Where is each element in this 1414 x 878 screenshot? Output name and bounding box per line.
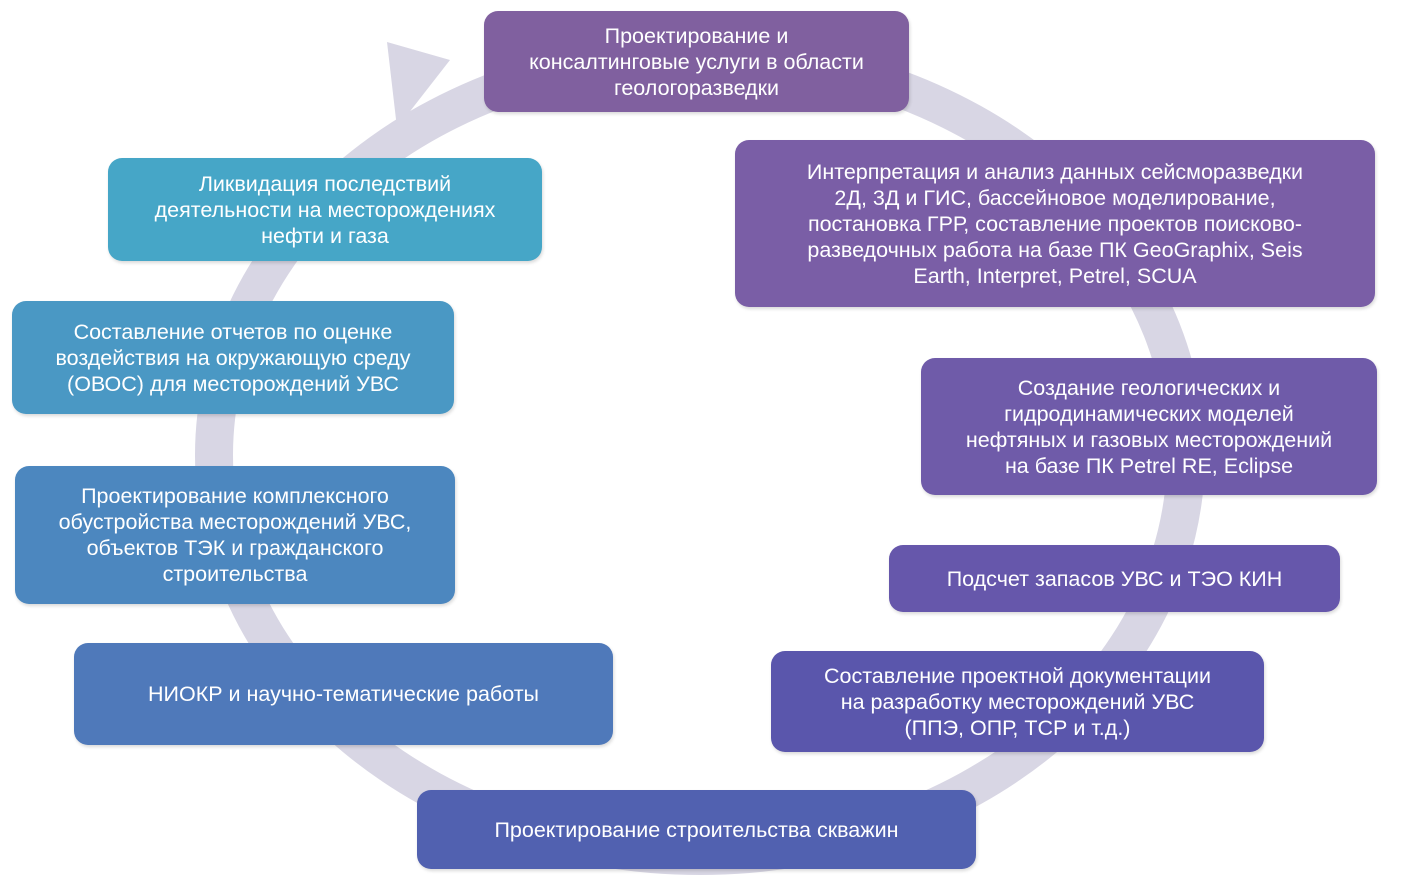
step-development-documentation: Составление проектной документации на ра… xyxy=(771,651,1264,752)
step-geological-modeling: Создание геологических и гидродинамическ… xyxy=(921,358,1377,495)
step-label: Интерпретация и анализ данных сейсморазв… xyxy=(806,159,1304,288)
cycle-arrow-head xyxy=(387,42,450,128)
step-label: Подсчет запасов УВС и ТЭО КИН xyxy=(946,566,1283,591)
step-environmental-assessment: Составление отчетов по оценке воздействи… xyxy=(12,301,454,414)
step-reserves-estimation: Подсчет запасов УВС и ТЭО КИН xyxy=(889,545,1340,612)
step-label: Создание геологических и гидродинамическ… xyxy=(965,375,1333,478)
step-label: НИОКР и научно-тематические работы xyxy=(147,682,539,706)
step-label: Проектирование и консалтинговые услуги в… xyxy=(529,23,864,100)
step-well-construction-design: Проектирование строительства скважин xyxy=(417,790,976,869)
step-field-infrastructure-design: Проектирование комплексного обустройства… xyxy=(15,466,455,604)
step-geological-consulting: Проектирование и консалтинговые услуги в… xyxy=(484,11,909,112)
step-label: Проектирование строительства скважин xyxy=(494,817,899,842)
step-field-remediation: Ликвидация последствий деятельности на м… xyxy=(108,158,542,261)
step-label: Проектирование комплексного обустройства… xyxy=(58,484,412,586)
step-label: Ликвидация последствий деятельности на м… xyxy=(154,171,496,248)
step-seismic-interpretation: Интерпретация и анализ данных сейсморазв… xyxy=(735,140,1375,307)
step-label: Составление отчетов по оценке воздействи… xyxy=(55,319,411,396)
step-research-works: НИОКР и научно-тематические работы xyxy=(74,643,613,745)
step-label: Составление проектной документации на ра… xyxy=(823,663,1212,740)
